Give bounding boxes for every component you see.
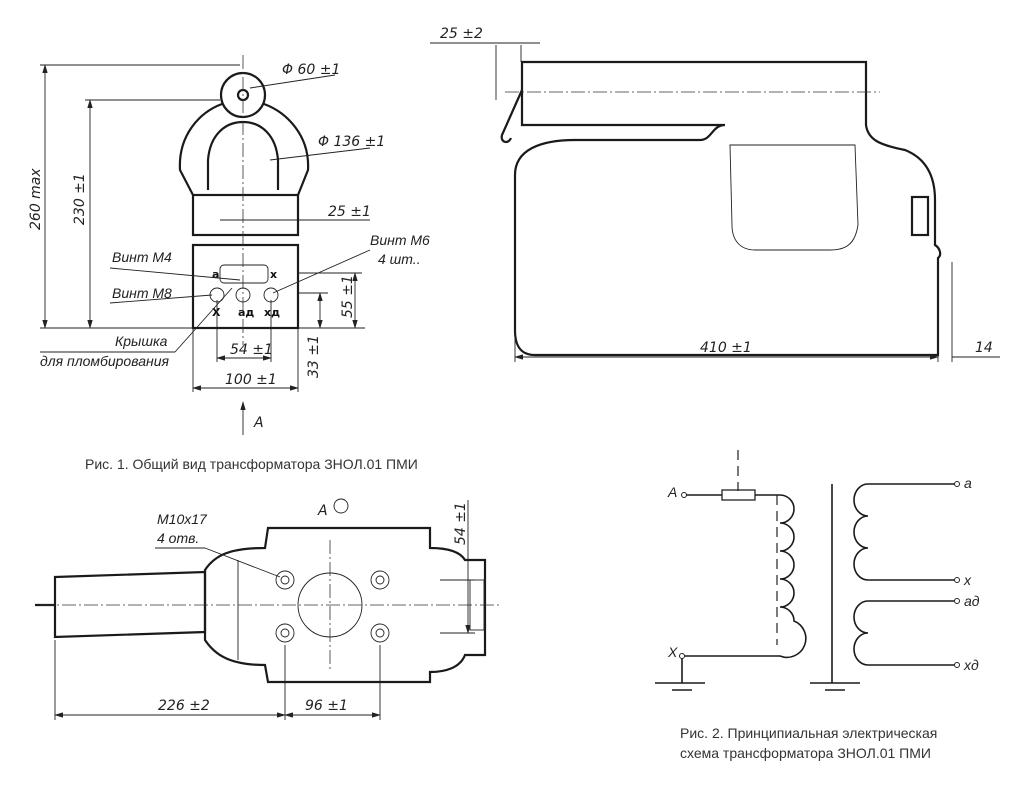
dim-ring-diameter: Φ 60 ±1 xyxy=(282,62,340,78)
dim-14: 14 xyxy=(975,340,993,356)
terminal-ad-label: aд xyxy=(238,306,254,319)
insulator-band xyxy=(191,193,300,237)
dim-230: 230 ±1 xyxy=(72,173,88,225)
terminal-A: A xyxy=(667,484,677,500)
view-arrow-label: A xyxy=(253,415,264,431)
label-holes: M10x17 xyxy=(157,511,208,527)
bottom-view: A M10x17 4 отв. 54 ±1 226 ±2 96 ±1 xyxy=(35,498,500,720)
side-view: 25 ±2 410 ±1 14 xyxy=(430,26,1000,362)
terminal-a-label: a xyxy=(212,268,219,281)
secondary-winding xyxy=(853,483,955,581)
hole-2 xyxy=(375,575,385,585)
figure2-caption-line1: Рис. 2. Принципиальная электрическая xyxy=(680,725,937,741)
label-screw-m6-qty: 4 шт.. xyxy=(378,251,421,267)
terminal-cover xyxy=(219,264,269,284)
figure2-caption-line2: схема трансформатора ЗНОЛ.01 ПМИ xyxy=(680,745,931,761)
terminal-xd-label: xд xyxy=(264,306,280,319)
label-cover-2: для пломбирования xyxy=(40,353,169,369)
grounding-hook xyxy=(500,89,524,144)
bottom-cylinder xyxy=(53,570,207,639)
front-view: a x X aд xд 260 max 230 ±1 Φ 60 ±1 Φ 136… xyxy=(28,55,430,435)
figure1-caption: Рис. 1. Общий вид трансформатора ЗНОЛ.01… xyxy=(85,456,418,472)
fuse xyxy=(721,489,756,501)
view-a-label: A xyxy=(317,503,328,519)
terminal-x: x xyxy=(963,572,972,588)
label-screw-m4: Винт М4 xyxy=(112,249,172,265)
label-holes-qty: 4 отв. xyxy=(157,530,199,546)
core-recess xyxy=(729,144,859,251)
dim-54: 54 ±1 xyxy=(230,342,273,358)
dim-96: 96 ±1 xyxy=(305,698,348,714)
dim-25-2: 25 ±2 xyxy=(440,26,483,42)
core-loop xyxy=(178,102,310,196)
dim-260-max: 260 max xyxy=(28,168,44,230)
dim-226: 226 ±2 xyxy=(158,698,210,714)
hole-3 xyxy=(280,628,290,638)
hole-4 xyxy=(375,628,385,638)
dim-33: 33 ±1 xyxy=(306,335,322,378)
label-screw-m6: Винт М6 xyxy=(370,232,430,248)
additional-winding xyxy=(853,600,955,666)
hole-1 xyxy=(280,575,290,585)
terminal-X: X xyxy=(667,644,678,660)
terminal-box xyxy=(191,243,300,330)
side-terminal xyxy=(910,195,930,237)
dim-54-bottom: 54 ±1 xyxy=(453,502,469,545)
bottom-terminals xyxy=(469,579,485,631)
dim-100: 100 ±1 xyxy=(225,372,277,388)
terminal-xd: xд xyxy=(963,657,979,673)
label-cover: Крышка xyxy=(115,333,168,349)
terminal-x-label: x xyxy=(270,268,277,281)
dim-window-diameter: Φ 136 ±1 xyxy=(318,134,385,150)
dim-410: 410 ±1 xyxy=(700,340,752,356)
primary-winding xyxy=(684,494,807,659)
transformer-side-body xyxy=(513,60,942,357)
terminal-a: a xyxy=(964,475,972,491)
terminal-ad: aд xyxy=(964,593,980,609)
schematic: A X a x aд xд xyxy=(655,450,980,691)
view-a-marker xyxy=(333,498,349,514)
label-screw-m8: Винт М8 xyxy=(112,285,172,301)
dim-55: 55 ±1 xyxy=(340,275,356,318)
dim-25: 25 ±1 xyxy=(328,204,371,220)
bottom-body xyxy=(203,526,487,684)
terminal-X-label: X xyxy=(212,306,221,319)
terminal-m8-3 xyxy=(263,287,279,303)
